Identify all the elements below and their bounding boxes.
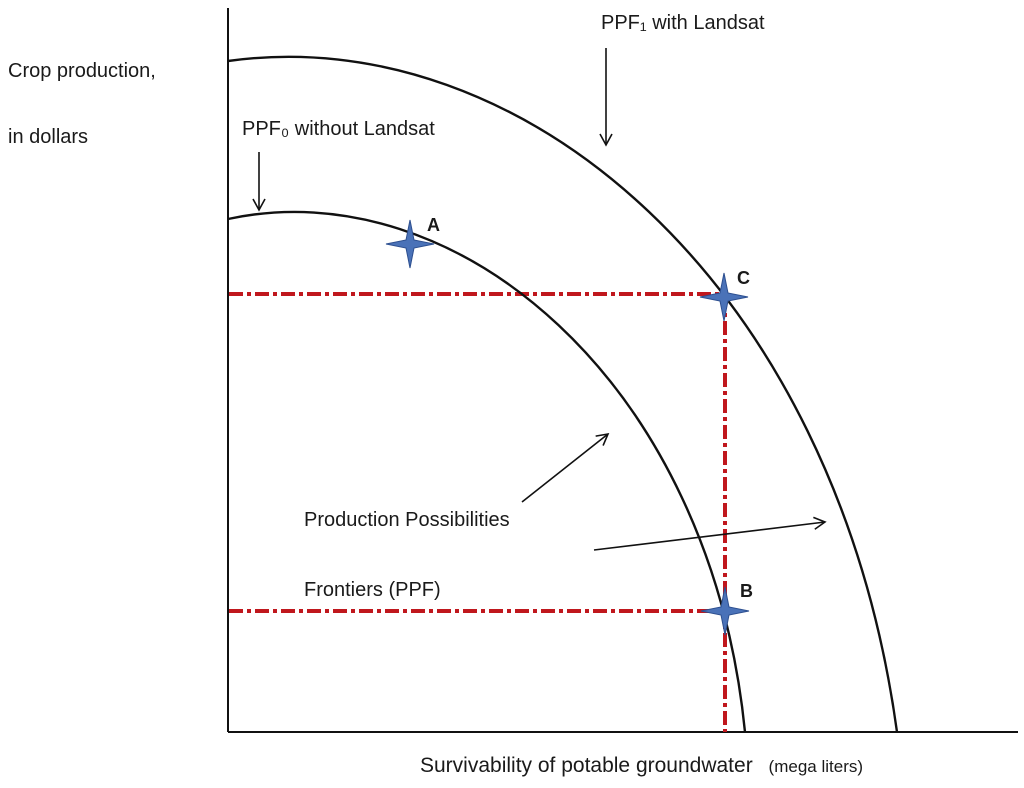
point-b-star bbox=[700, 586, 750, 636]
point-a-star bbox=[385, 219, 435, 269]
y-axis-label-line1: Crop production, bbox=[8, 60, 156, 82]
point-c-star bbox=[699, 272, 749, 322]
annotation-line2: Frontiers (PPF) bbox=[304, 579, 441, 601]
annotation-arrow-outer bbox=[593, 516, 827, 551]
point-c-label: C bbox=[737, 268, 750, 288]
point-a-label: A bbox=[427, 215, 440, 235]
point-b-label: B bbox=[740, 581, 753, 601]
ppf1-curve bbox=[227, 55, 899, 733]
x-axis-unit: (mega liters) bbox=[769, 757, 863, 776]
y-axis-label-line2: in dollars bbox=[8, 126, 88, 148]
ppf1-label: PPF₁ with Landsat bbox=[601, 12, 765, 34]
x-axis-label: Survivability of potable groundwater (me… bbox=[420, 754, 863, 777]
x-axis-label-text: Survivability of potable groundwater bbox=[420, 754, 753, 777]
annotation-line1: Production Possibilities bbox=[304, 509, 510, 531]
ppf0-label: PPF₀ without Landsat bbox=[242, 118, 435, 140]
ppf0-curve bbox=[227, 210, 747, 733]
annotation-arrow-inner bbox=[521, 432, 610, 503]
